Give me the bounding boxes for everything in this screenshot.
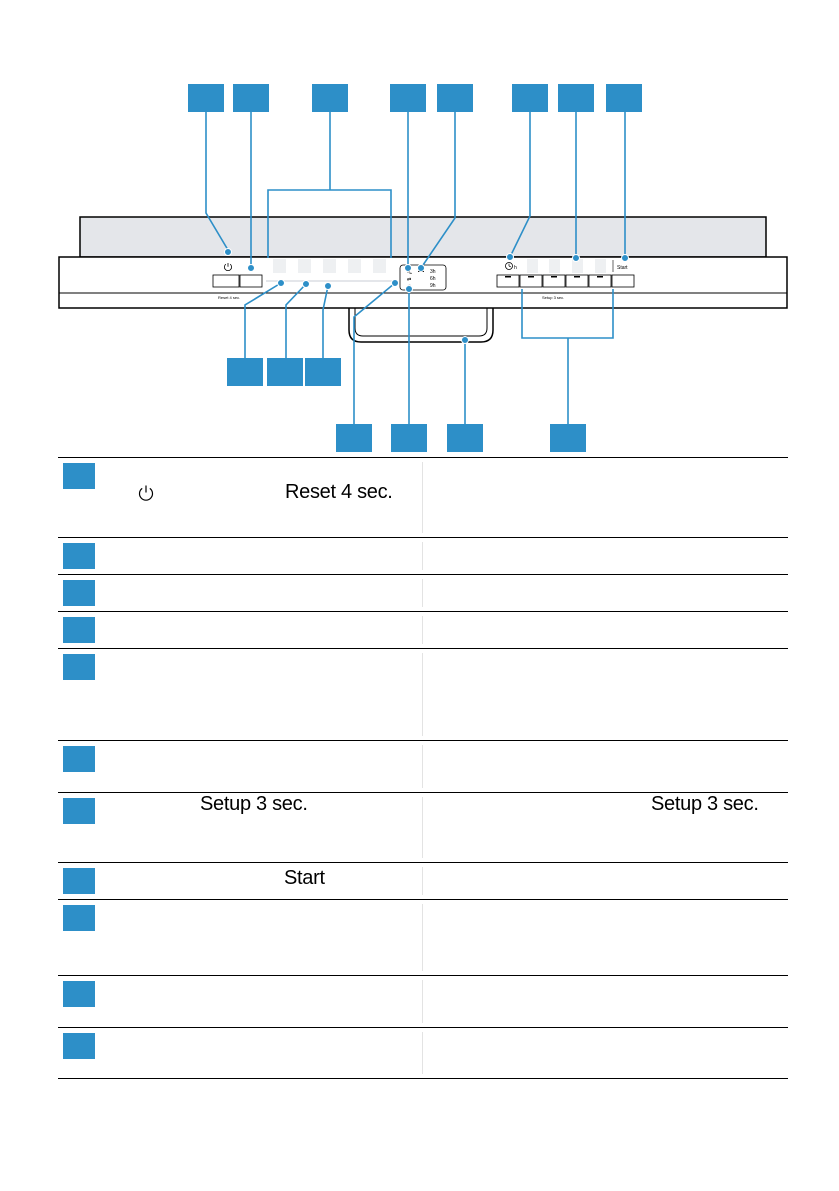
setup-hint-label: Setup 3 sec.	[542, 295, 564, 300]
option-indicator-1	[527, 259, 538, 273]
legend-row	[58, 574, 788, 611]
option-button-row	[496, 274, 635, 288]
reset-button[interactable]	[239, 274, 263, 288]
legend-row: Reset 4 sec.	[58, 457, 788, 537]
legend-row	[58, 537, 788, 574]
legend-row	[58, 611, 788, 648]
program-button-1[interactable]	[273, 259, 286, 273]
legend-row	[58, 648, 788, 740]
setup-3-sec-right-text: Setup 3 sec.	[651, 793, 759, 815]
option-indicator-3	[572, 259, 583, 273]
legend-marker	[63, 463, 95, 489]
callout-marker	[391, 424, 427, 452]
legend-marker	[63, 617, 95, 643]
option-button-2[interactable]	[542, 274, 566, 288]
legend-marker	[63, 981, 95, 1007]
callout-marker	[606, 84, 642, 112]
svg-text:⛍: ⛍	[407, 270, 412, 276]
legend-row	[58, 740, 788, 792]
start-button-label: Start	[617, 265, 628, 271]
legend-marker	[63, 746, 95, 772]
door-handle	[348, 308, 494, 343]
callout-marker	[512, 84, 548, 112]
legend-marker	[63, 798, 95, 824]
power-button[interactable]	[212, 274, 240, 288]
callout-marker	[233, 84, 269, 112]
hours-abbr: h	[514, 265, 517, 271]
callout-marker	[558, 84, 594, 112]
legend-marker	[63, 654, 95, 680]
legend-marker	[63, 868, 95, 894]
time-label-6h: 6h	[430, 276, 436, 282]
callout-marker	[447, 424, 483, 452]
time-label-9h: 9h	[430, 283, 436, 289]
timer-button[interactable]	[496, 274, 520, 288]
start-button[interactable]	[611, 274, 635, 288]
panel-bezel	[79, 216, 767, 258]
legend-marker	[63, 1033, 95, 1059]
option-button-4[interactable]	[588, 274, 612, 288]
legend-row: Start	[58, 862, 788, 899]
callout-marker	[550, 424, 586, 452]
timer-icon	[505, 262, 513, 270]
reset-hint-label: Reset 4 sec.	[218, 295, 240, 300]
power-icon	[138, 485, 154, 501]
callout-marker	[267, 358, 303, 386]
legend-table: Reset 4 sec. Setup 3 sec. Setup 3 sec. S…	[58, 457, 788, 1079]
program-button-2[interactable]	[298, 259, 311, 273]
legend-marker	[63, 543, 95, 569]
legend-row	[58, 899, 788, 975]
option-indicator-2	[549, 259, 560, 273]
option-indicator-4	[595, 259, 606, 273]
power-icon	[224, 263, 232, 272]
callout-marker	[312, 84, 348, 112]
option-button-3[interactable]	[565, 274, 589, 288]
callout-marker	[227, 358, 263, 386]
leader-dots	[224, 248, 629, 344]
legend-marker	[63, 905, 95, 931]
callout-markers	[188, 84, 642, 452]
legend-marker	[63, 580, 95, 606]
reset-4-sec-text: Reset 4 sec.	[285, 481, 393, 503]
callout-marker	[336, 424, 372, 452]
program-button-4[interactable]	[348, 259, 361, 273]
program-button-5[interactable]	[373, 259, 386, 273]
legend-row	[58, 975, 788, 1027]
callout-marker	[305, 358, 341, 386]
start-text: Start	[284, 867, 325, 889]
control-panel-diagram: Reset 4 sec. ⛍ ⇄ ☀ 3h 6h 9h h Start	[58, 84, 788, 452]
callout-marker	[188, 84, 224, 112]
leader-lines	[205, 100, 626, 436]
setup-3-sec-text: Setup 3 sec.	[200, 793, 308, 815]
time-label-3h: 3h	[430, 269, 436, 275]
callout-marker	[437, 84, 473, 112]
svg-text:⇄: ⇄	[407, 277, 411, 283]
legend-row: Setup 3 sec. Setup 3 sec.	[58, 792, 788, 862]
option-button-1[interactable]	[519, 274, 543, 288]
program-button-3[interactable]	[323, 259, 336, 273]
status-light-strip	[266, 280, 393, 282]
legend-row	[58, 1027, 788, 1079]
callout-marker	[390, 84, 426, 112]
